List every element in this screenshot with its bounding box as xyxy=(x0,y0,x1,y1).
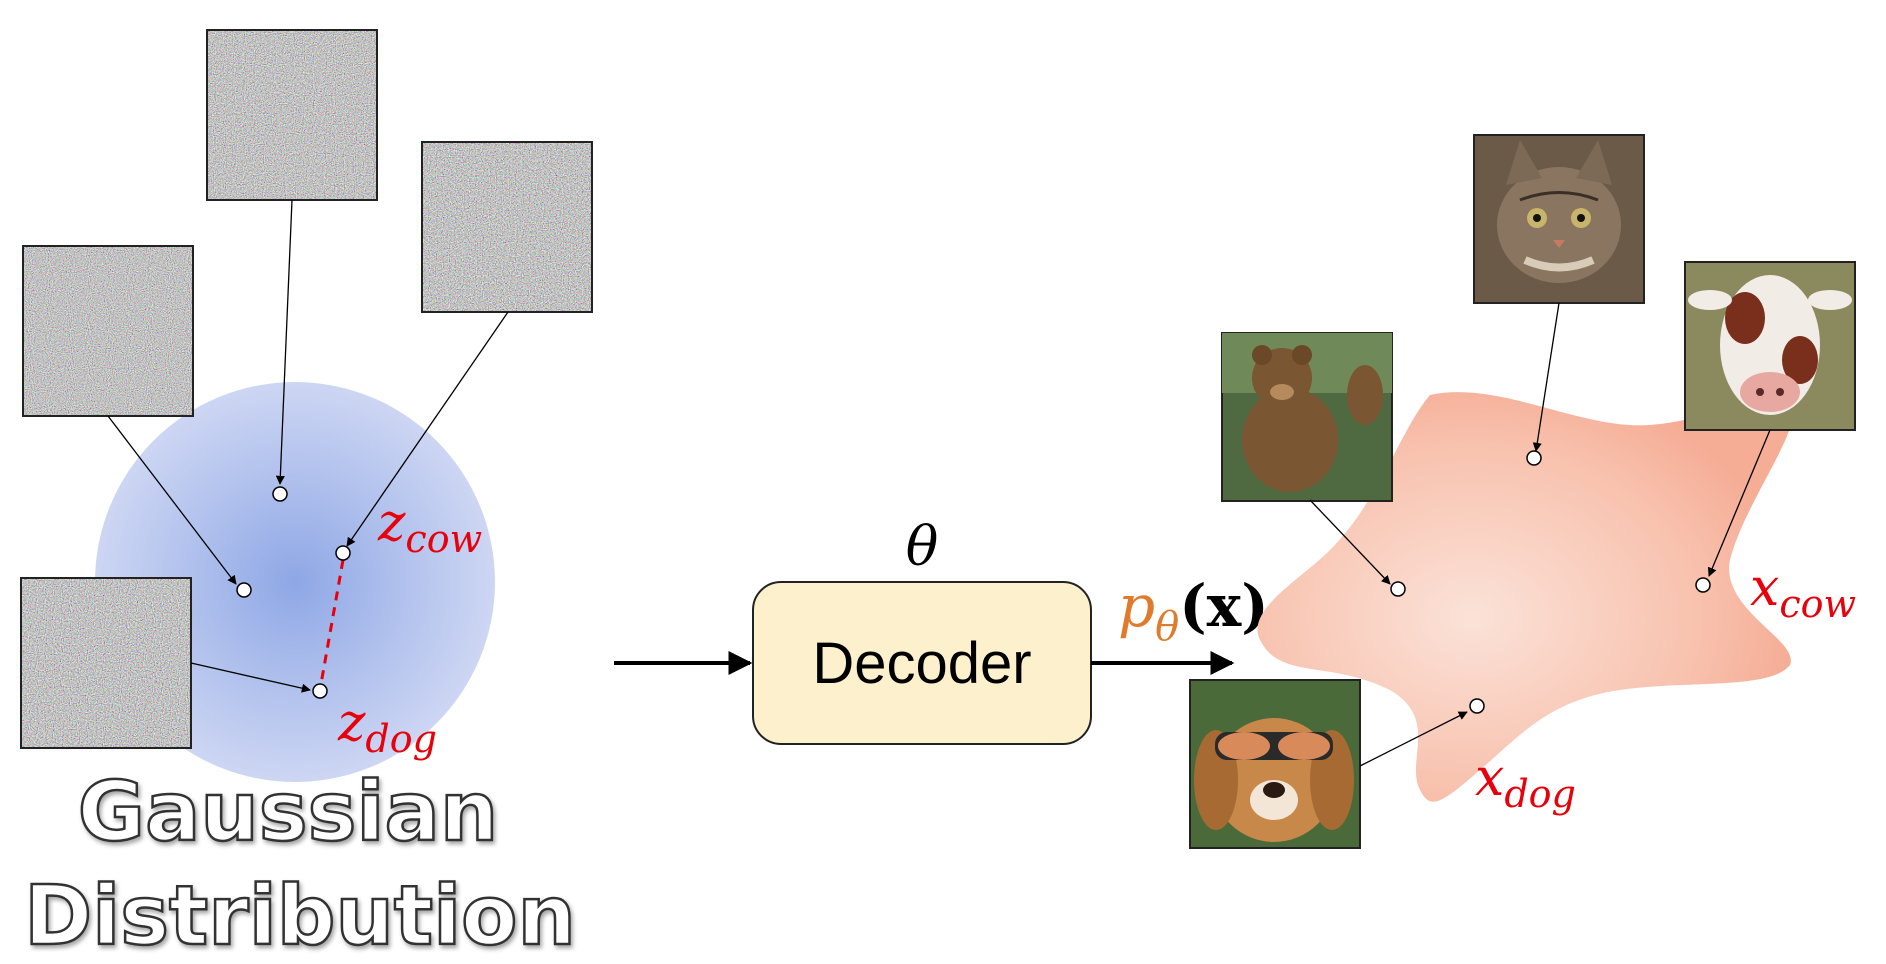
z-dog-label: zdog xyxy=(337,693,437,761)
data-point-xcow xyxy=(1695,577,1711,593)
theta-label: θ xyxy=(906,515,939,578)
latent-point-left xyxy=(236,582,252,598)
arrow-bear-to-point xyxy=(1309,499,1391,585)
arrow-right-to-zcow xyxy=(346,311,509,547)
cow-photo xyxy=(1684,261,1856,431)
decoder-label: Decoder xyxy=(812,631,1031,696)
cat-photo xyxy=(1473,134,1645,304)
arrow-cow-to-xcow xyxy=(1707,429,1771,577)
dashed-interpolation-line xyxy=(319,559,345,685)
gaussian-title-line1: Gaussian xyxy=(78,765,498,860)
arrow-dog-to-xdog xyxy=(1359,711,1468,767)
data-point-xdog xyxy=(1469,698,1485,714)
noise-image-bottom xyxy=(20,577,192,749)
arrow-cat-to-point xyxy=(1532,302,1560,452)
arrow-left-to-point xyxy=(107,415,237,585)
bear-photo xyxy=(1221,332,1393,502)
noise-image-right xyxy=(421,141,593,313)
arrow-top-to-point xyxy=(275,199,293,485)
data-point-bear xyxy=(1390,581,1406,597)
latent-point-top xyxy=(272,486,288,502)
z-cow-label: zcow xyxy=(377,493,482,561)
latent-point-zcow xyxy=(335,545,351,561)
latent-point-zdog xyxy=(312,683,328,699)
gaussian-disc xyxy=(95,382,495,782)
data-point-cat xyxy=(1526,450,1542,466)
dog-photo xyxy=(1189,679,1361,849)
arrow-bottom-to-zdog xyxy=(190,662,311,693)
gaussian-title-line2: Distribution xyxy=(24,869,576,964)
p-theta-x-label: pθ(x) xyxy=(1118,572,1269,650)
x-dog-label: xdog xyxy=(1475,748,1576,816)
noise-image-left xyxy=(22,245,194,417)
noise-image-top xyxy=(206,29,378,201)
x-cow-label: xcow xyxy=(1750,558,1856,626)
